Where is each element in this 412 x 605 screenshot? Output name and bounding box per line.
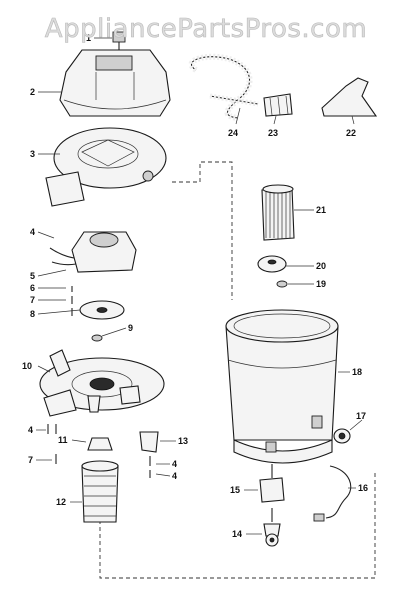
part-11-float	[87, 437, 113, 451]
part-21-filter	[261, 184, 295, 241]
callout-23: 23	[268, 128, 278, 138]
part-3-motor-housing	[45, 127, 167, 207]
assembly-path-lower	[99, 470, 376, 579]
callout-22: 22	[346, 128, 356, 138]
part-24-hose	[188, 53, 259, 121]
part-10-lid	[39, 349, 165, 417]
callout-4-lid: 4	[28, 425, 33, 435]
callout-19: 19	[316, 279, 326, 289]
callout-6: 6	[30, 283, 35, 293]
part-13-latch	[139, 431, 159, 478]
callout-18: 18	[352, 367, 362, 377]
part-19-clip	[276, 280, 288, 288]
callout-12: 12	[56, 497, 66, 507]
part-15-caster-base	[259, 464, 285, 503]
callout-1: 1	[86, 33, 91, 43]
callout-5: 5	[30, 271, 35, 281]
callout-14: 14	[232, 529, 242, 539]
part-4-lid-screws	[47, 424, 57, 464]
callout-15: 15	[230, 485, 240, 495]
part-8-impeller	[79, 300, 125, 320]
leader-lines	[36, 37, 363, 535]
callout-9: 9	[128, 323, 133, 333]
callout-24: 24	[228, 128, 238, 138]
callout-13: 13	[178, 436, 188, 446]
callout-4-upper: 4	[30, 227, 35, 237]
part-16-power-cord	[313, 465, 352, 522]
callout-7-upper: 7	[30, 295, 35, 305]
part-9-nut	[91, 334, 103, 342]
callout-10: 10	[22, 361, 32, 371]
callout-8: 8	[30, 309, 35, 319]
part-22-floor-nozzle	[321, 77, 378, 117]
callout-3: 3	[30, 149, 35, 159]
part-23-hose-connector	[263, 93, 293, 117]
assembly-path-upper	[172, 161, 233, 300]
callout-2: 2	[30, 87, 35, 97]
callout-21: 21	[316, 205, 326, 215]
part-18-tank	[225, 309, 339, 464]
callout-11: 11	[58, 435, 68, 445]
callout-4-latch-b: 4	[172, 471, 177, 481]
part-17-drain-cap	[333, 428, 351, 444]
part-5-motor	[49, 231, 137, 273]
callout-4-latch-a: 4	[172, 459, 177, 469]
part-20-filter-retainer	[257, 255, 287, 273]
callout-16: 16	[358, 483, 368, 493]
callout-7-lower: 7	[28, 455, 33, 465]
callout-20: 20	[316, 261, 326, 271]
callout-17: 17	[356, 411, 366, 421]
part-1-screw	[112, 31, 126, 52]
part-14-caster	[263, 508, 281, 547]
part-12-filter-cage	[81, 460, 119, 523]
part-2-motor-cover	[59, 49, 171, 117]
